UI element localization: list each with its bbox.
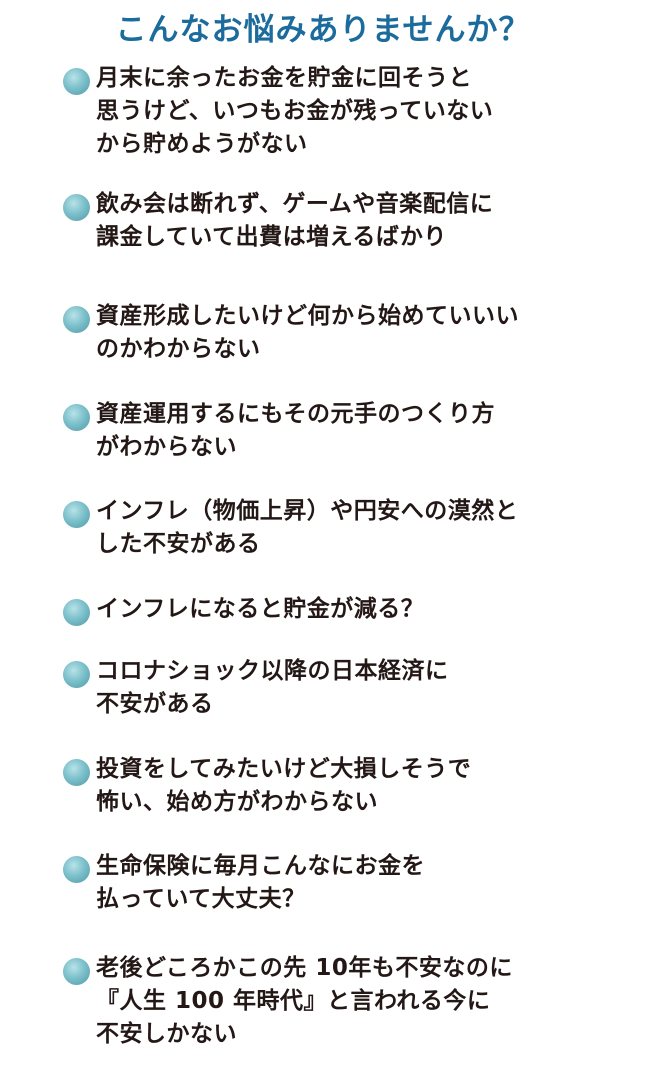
list-item: 飲み会は断れず、ゲームや音楽配信に課金していて出費は増えるばかり [63, 188, 633, 254]
item-text: 月末に余ったお金を貯金に回そうと思うけど、いつもお金が残っていないから貯めようが… [96, 62, 633, 161]
item-text: 資産形成したいけど何から始めていいいのかわからない [96, 300, 633, 366]
list-item: 生命保険に毎月こんなにお金を払っていて大丈夫？ [63, 850, 633, 916]
item-line: 課金していて出費は増えるばかり [96, 224, 447, 250]
bullet-icon [63, 68, 90, 95]
item-line: 資産形成したいけど何から始めていいい [96, 303, 519, 329]
bullet-icon [63, 194, 90, 221]
list-item: 月末に余ったお金を貯金に回そうと思うけど、いつもお金が残っていないから貯めようが… [63, 62, 633, 161]
item-text: 飲み会は断れず、ゲームや音楽配信に課金していて出費は増えるばかり [96, 188, 633, 254]
item-line: がわからない [96, 434, 237, 460]
item-line: のかわからない [96, 336, 261, 362]
item-line: 怖い、始め方がわからない [96, 789, 378, 815]
item-line: インフレ（物価上昇）や円安への漠然と [96, 498, 519, 524]
list-item: コロナショック以降の日本経済に不安がある [63, 655, 633, 721]
item-line: コロナショック以降の日本経済に [96, 658, 449, 684]
list-item: 資産運用するにもその元手のつくり方がわからない [63, 398, 633, 464]
item-line: 払っていて大丈夫？ [96, 886, 306, 912]
item-line: 『人生 100 年時代』と言われる今に [96, 988, 491, 1014]
page-title: こんなお悩みありませんか？ [115, 12, 531, 48]
item-text: 投資をしてみたいけど大損しそうで怖い、始め方がわからない [96, 753, 633, 819]
list-item: 老後どころかこの先 10年も不安なのに『人生 100 年時代』と言われる今に不安… [63, 952, 633, 1051]
item-line: 投資をしてみたいけど大損しそうで [96, 756, 472, 782]
list-item: 投資をしてみたいけど大損しそうで怖い、始め方がわからない [63, 753, 633, 819]
bullet-icon [63, 958, 90, 985]
bullet-icon [63, 404, 90, 431]
item-line: 不安しかない [96, 1021, 237, 1047]
item-line: した不安がある [96, 531, 261, 557]
item-text: インフレ（物価上昇）や円安への漠然とした不安がある [96, 495, 633, 561]
bullet-icon [63, 661, 90, 688]
bullet-icon [63, 759, 90, 786]
item-line: 老後どころかこの先 10年も不安なのに [96, 955, 513, 981]
bullet-icon [63, 856, 90, 883]
item-text: コロナショック以降の日本経済に不安がある [96, 655, 633, 721]
item-line: 資産運用するにもその元手のつくり方 [96, 401, 496, 427]
item-line: 生命保険に毎月こんなにお金を [96, 853, 425, 879]
item-line: から貯めようがない [96, 131, 308, 157]
item-line: 思うけど、いつもお金が残っていない [96, 98, 494, 124]
list-item: 資産形成したいけど何から始めていいいのかわからない [63, 300, 633, 366]
item-text: 生命保険に毎月こんなにお金を払っていて大丈夫？ [96, 850, 633, 916]
bullet-icon [63, 501, 90, 528]
item-text: 資産運用するにもその元手のつくり方がわからない [96, 398, 633, 464]
list-item: インフレ（物価上昇）や円安への漠然とした不安がある [63, 495, 633, 561]
item-line: インフレになると貯金が減る？ [96, 596, 425, 622]
list-item: インフレになると貯金が減る？ [63, 593, 633, 626]
item-line: 飲み会は断れず、ゲームや音楽配信に [96, 191, 494, 217]
item-text: インフレになると貯金が減る？ [96, 593, 633, 626]
bullet-icon [63, 599, 90, 626]
item-line: 不安がある [96, 691, 214, 717]
item-text: 老後どころかこの先 10年も不安なのに『人生 100 年時代』と言われる今に不安… [96, 952, 633, 1051]
item-line: 月末に余ったお金を貯金に回そうと [96, 65, 472, 91]
bullet-icon [63, 306, 90, 333]
